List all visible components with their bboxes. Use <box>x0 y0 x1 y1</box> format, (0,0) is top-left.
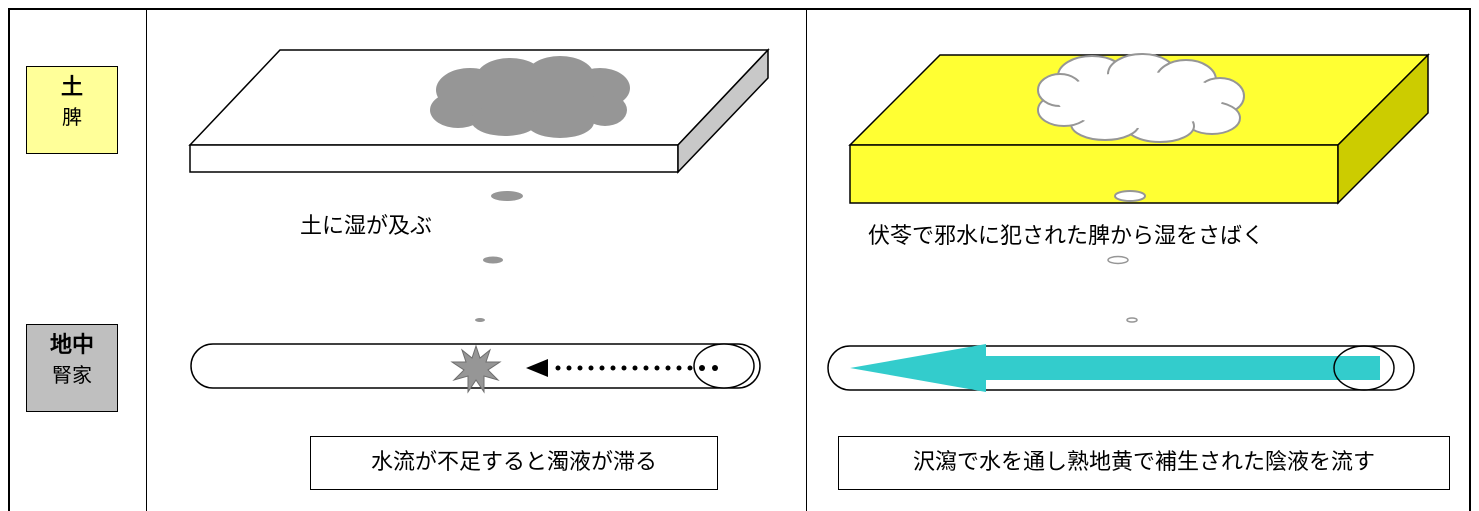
right-spring-caption: 伏苓で邪水に犯された脾から湿をさばく <box>868 224 1265 249</box>
right-slab-side <box>1337 53 1429 205</box>
table-border-right <box>1469 8 1471 511</box>
left-drop-2 <box>483 256 503 264</box>
left-drop-3 <box>475 318 485 322</box>
column-divider-2 <box>806 8 807 511</box>
right-pipe <box>827 344 1415 392</box>
left-bottom-caption: 水流が不足すると濁液が滞る <box>310 436 718 490</box>
table-border-left <box>8 8 10 511</box>
left-slab-side <box>677 48 769 174</box>
left-drop-1 <box>491 191 523 201</box>
right-slab-front <box>849 144 1339 204</box>
table-border-top <box>8 8 1471 10</box>
right-cloud <box>1037 53 1245 143</box>
left-arrow-head <box>526 359 548 377</box>
row-label-underground-sub: 腎家 <box>52 363 92 387</box>
row-label-earth-main: 土 <box>60 75 83 100</box>
right-bottom-caption: 沢瀉で水を通し熟地黄で補生された陰液を流す <box>838 436 1450 490</box>
right-drop-1 <box>1114 190 1146 202</box>
row-label-underground: 地中 腎家 <box>26 324 118 412</box>
left-dotted-arrow <box>526 359 718 377</box>
column-divider-1 <box>146 8 147 511</box>
row-label-underground-main: 地中 <box>49 333 94 358</box>
right-drop-3 <box>1126 317 1138 323</box>
left-blockage-star <box>450 344 502 394</box>
left-spring-caption: 土に湿が及ぶ <box>300 214 433 239</box>
right-flow-arrow <box>850 344 1380 392</box>
left-cloud <box>430 56 630 138</box>
row-label-earth-sub: 脾 <box>62 105 82 129</box>
row-label-earth: 土 脾 <box>26 66 118 154</box>
right-drop-2 <box>1107 255 1129 265</box>
left-slab-front <box>189 144 679 173</box>
